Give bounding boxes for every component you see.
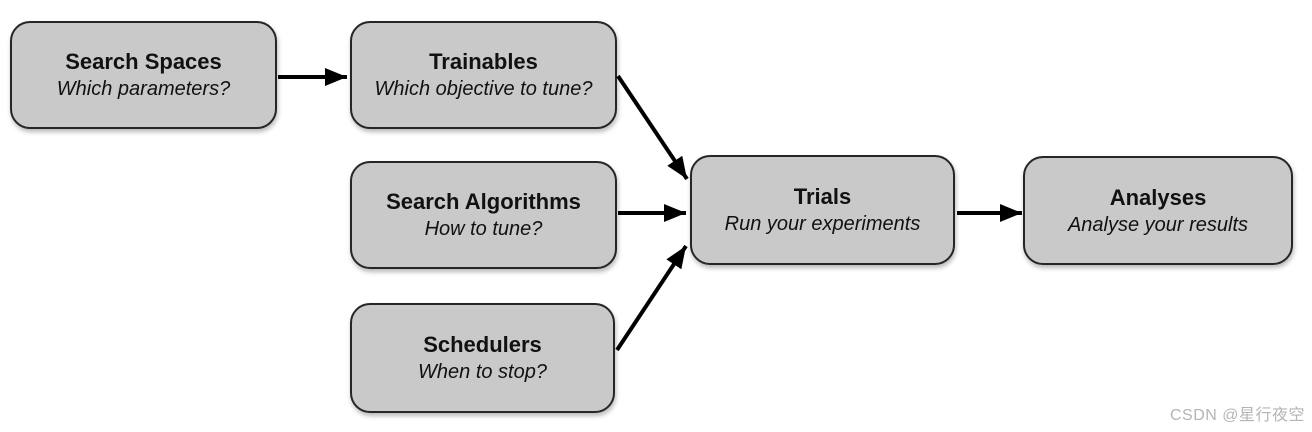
node-schedulers: Schedulers When to stop? <box>350 303 615 413</box>
node-title: Trials <box>793 184 852 209</box>
arrow-trainables-to-trials <box>616 74 689 181</box>
watermark: CSDN @星行夜空 <box>1169 407 1305 424</box>
node-trainables: Trainables Which objective to tune? <box>350 21 617 129</box>
arrow-schedulers-to-trials <box>615 244 688 352</box>
node-title: Schedulers <box>423 332 542 357</box>
node-subtitle: How to tune? <box>424 218 543 240</box>
node-subtitle: Which objective to tune? <box>374 78 593 100</box>
node-subtitle: Which parameters? <box>56 78 231 100</box>
node-title: Analyses <box>1109 184 1207 210</box>
node-subtitle: Run your experiments <box>724 213 921 235</box>
node-title: Search Algorithms <box>386 189 581 214</box>
node-subtitle: When to stop? <box>418 361 547 383</box>
node-search-spaces: Search Spaces Which parameters? <box>10 21 277 129</box>
node-title: Search Spaces <box>65 49 222 74</box>
node-search-algorithms: Search Algorithms How to tune? <box>350 161 617 269</box>
node-subtitle: Analyse your results <box>1067 213 1249 236</box>
node-trials: Trials Run your experiments <box>690 155 955 265</box>
node-analyses: Analyses Analyse your results <box>1023 156 1293 265</box>
node-title: Trainables <box>429 49 538 74</box>
